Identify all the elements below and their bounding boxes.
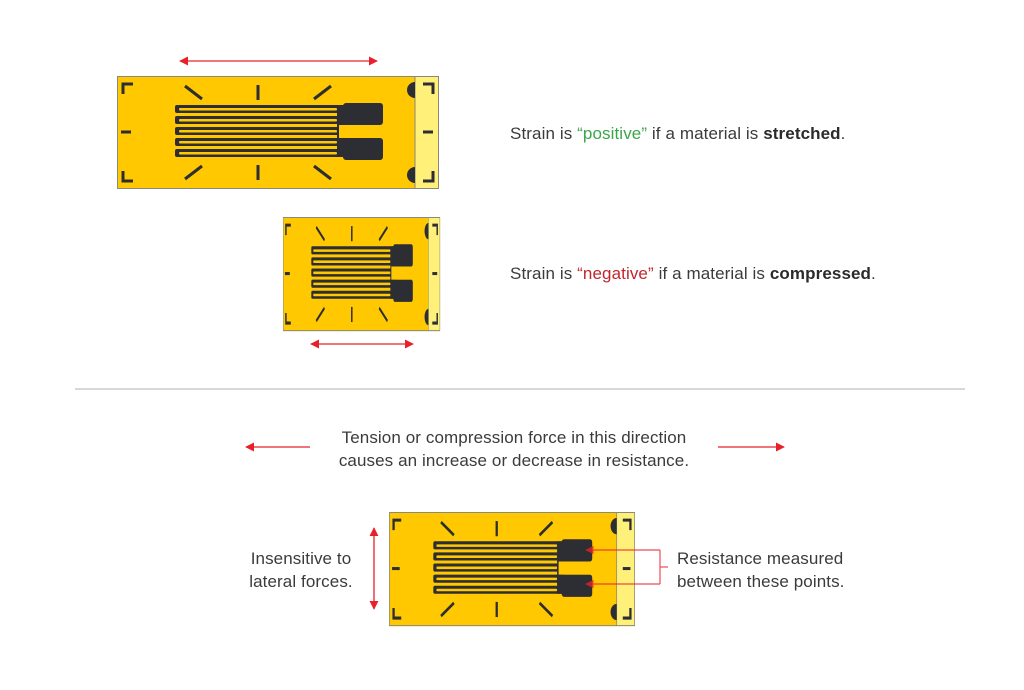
direction-line-1: Tension or compression force in this dir… <box>341 428 687 447</box>
lateral-caption: Insensitive to lateral forces. <box>236 547 366 593</box>
positive-label: “positive” <box>577 124 648 143</box>
lateral-line-2: lateral forces. <box>249 572 353 591</box>
positive-strain-text: Strain is “positive” if a material is st… <box>510 122 846 145</box>
resistance-line-1: Resistance measured <box>677 549 844 568</box>
compressed-label: compressed <box>769 264 872 283</box>
lateral-line-1: Insensitive to <box>250 549 352 568</box>
text-part: . <box>840 124 846 143</box>
strain-gauge-stretched <box>115 74 441 191</box>
strain-gauge-compressed <box>281 215 442 333</box>
resistance-caption: Resistance measured between these points… <box>677 547 845 593</box>
resistance-callout-lines <box>585 545 668 589</box>
resistance-line-2: between these points. <box>677 572 845 591</box>
direction-line-2: causes an increase or decrease in resist… <box>338 451 690 470</box>
text-part: Strain is <box>510 264 578 283</box>
strain-gauge-annotated <box>387 510 637 628</box>
negative-strain-text: Strain is “negative” if a material is co… <box>510 262 876 285</box>
direction-caption: Tension or compression force in this dir… <box>314 426 714 472</box>
text-part: if a material is <box>647 124 764 143</box>
text-part: . <box>871 264 876 283</box>
text-part: Strain is <box>510 124 578 143</box>
negative-label: “negative” <box>577 264 654 283</box>
text-part: if a material is <box>653 264 770 283</box>
stretched-label: stretched <box>763 124 841 143</box>
